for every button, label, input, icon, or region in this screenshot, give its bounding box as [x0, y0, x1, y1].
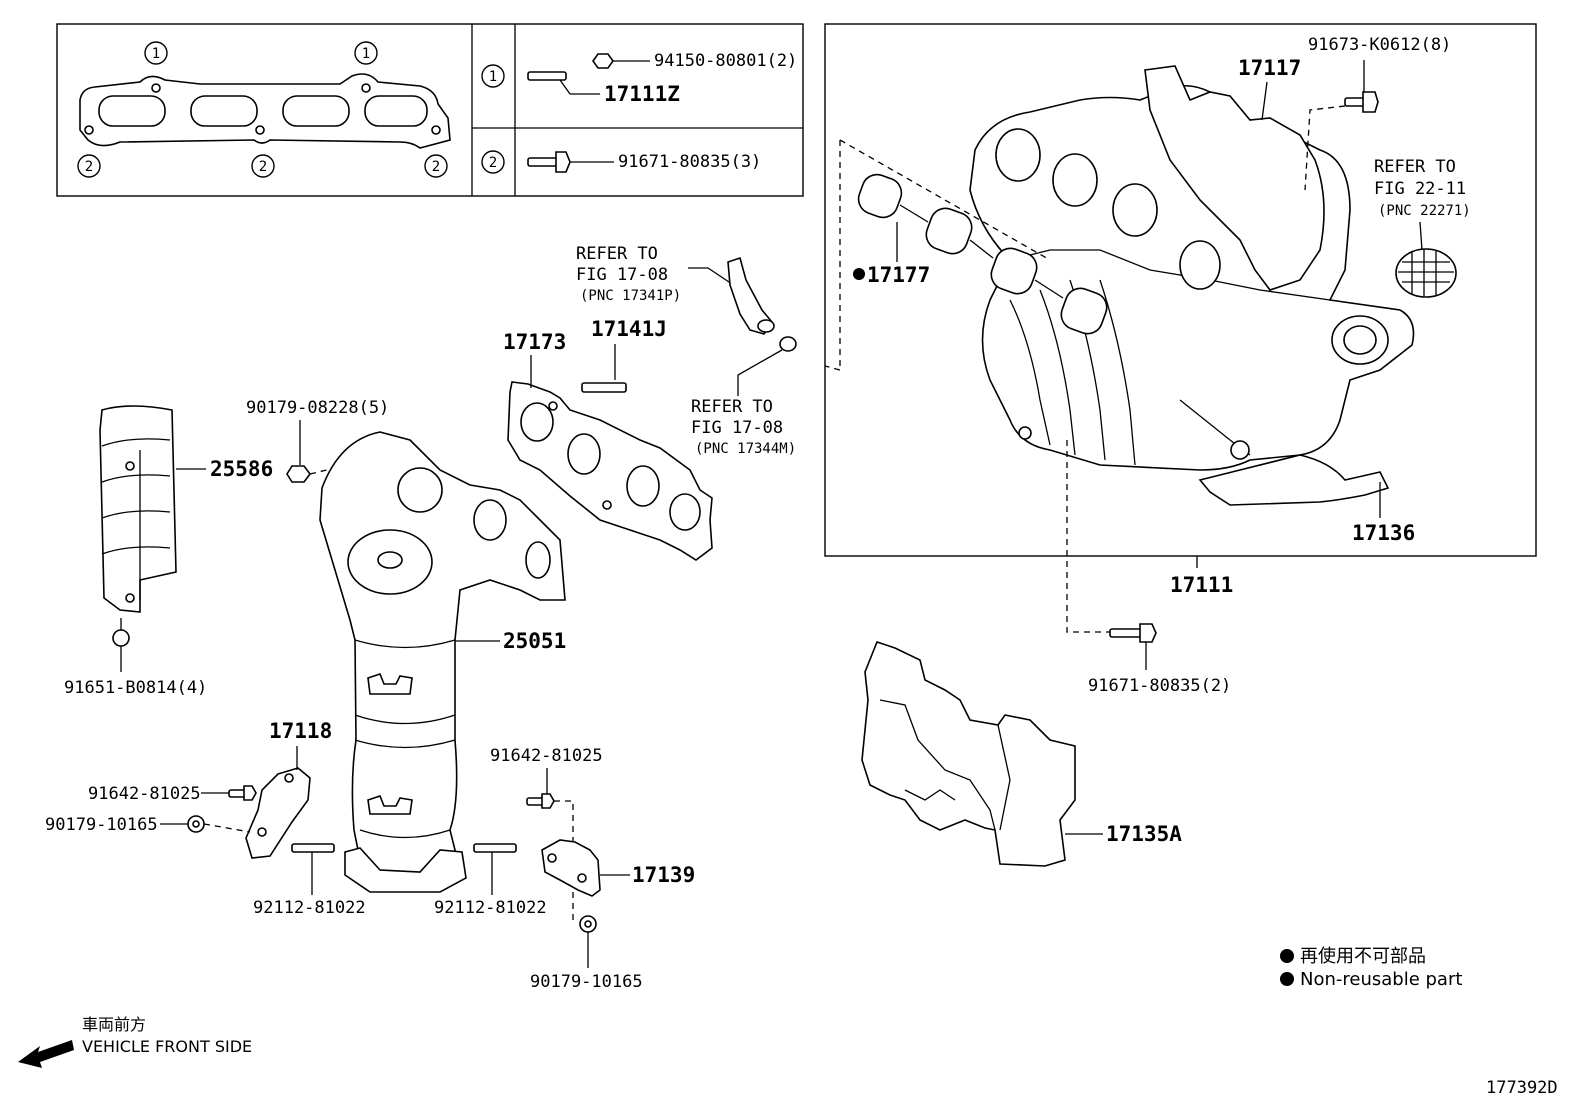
ref2-line2: FIG 17-08 [691, 418, 783, 438]
legend-dot-jp [1280, 949, 1294, 963]
legend-jp: 再使用不可部品 [1300, 946, 1426, 967]
label-91671-80835-2: 91671-80835(2) [1088, 676, 1231, 696]
stud-92112-right-icon [473, 843, 517, 853]
ref1-line3: (PNC 17341P) [580, 288, 681, 304]
legend: 再使用不可部品 Non-reusable part [1280, 946, 1462, 990]
gasket-inset: 1 1 2 2 2 1 94150-80801(2) 17111Z 2 [56, 23, 804, 197]
ref3-line3: (PNC 22271) [1378, 203, 1471, 219]
hole-marker-2-right: 2 [424, 154, 448, 178]
ref3-line1: REFER TO [1374, 157, 1456, 177]
label-17136: 17136 [1352, 521, 1415, 545]
hole-marker-1-right: 1 [354, 41, 378, 65]
ref1-line2: FIG 17-08 [576, 265, 668, 285]
svg-text:2: 2 [432, 159, 440, 175]
part-25586 [99, 405, 177, 613]
part-17173-gasket [507, 381, 713, 561]
part-17177-gaskets [857, 173, 1108, 335]
ref3-line2: FIG 22-11 [1374, 179, 1466, 199]
ref1-line1: REFER TO [576, 244, 658, 264]
label-17135A: 17135A [1106, 822, 1182, 846]
nut-90179-08228 [286, 465, 311, 483]
label-90179-10165-left: 90179-10165 [45, 815, 158, 835]
svg-text:2: 2 [85, 159, 93, 175]
label-91673-K0612: 91673-K0612(8) [1308, 35, 1451, 55]
ref2-line3: (PNC 17344M) [695, 441, 796, 457]
label-90179-10165-right: 90179-10165 [530, 972, 643, 992]
label-17111: 17111 [1170, 573, 1233, 597]
exhaust-gasket-inset [79, 73, 451, 149]
intake-manifold-box: 91673-K0612(8) 17117 17177 REFER TO FIG … [824, 23, 1537, 557]
part-17136 [1198, 454, 1390, 506]
bolt-91671-icon [1109, 628, 1143, 638]
label-17111Z: 17111Z [604, 82, 680, 106]
svg-text:2: 2 [259, 159, 267, 175]
nut-icon [592, 53, 614, 69]
svg-text:1: 1 [152, 46, 160, 62]
svg-text:1: 1 [362, 46, 370, 62]
screen-22271 [1395, 248, 1457, 298]
bolt-91642-right-icon [526, 797, 544, 806]
label-94150-80801: 94150-80801(2) [654, 51, 797, 71]
stud-92112-left-icon [291, 843, 335, 853]
part-25051-exhaust-manifold [319, 431, 566, 886]
legend-en: Non-reusable part [1300, 969, 1462, 990]
label-17141J: 17141J [591, 317, 667, 341]
front-en: VEHICLE FRONT SIDE [82, 1037, 252, 1056]
label-91651-B0814: 91651-B0814(4) [64, 678, 207, 698]
row2-marker: 2 [489, 155, 497, 171]
bolt-icon [527, 157, 559, 167]
label-25586: 25586 [210, 457, 273, 481]
part-17117-cover [1144, 65, 1325, 291]
label-91642-81025-right: 91642-81025 [490, 746, 603, 766]
label-17139: 17139 [632, 863, 695, 887]
bolt-91642-left-icon [228, 789, 246, 798]
label-17118: 17118 [269, 719, 332, 743]
legend-dot-en [1280, 972, 1294, 986]
part-17135A [861, 641, 1076, 867]
stud-17141J [581, 382, 627, 393]
label-91642-81025-left: 91642-81025 [88, 784, 201, 804]
part-17139-bracket [541, 839, 601, 897]
label-17177: 17177 [867, 263, 930, 287]
label-17173: 17173 [503, 330, 566, 354]
non-reusable-dot-17177 [853, 268, 865, 280]
clip-17344M [779, 336, 797, 352]
label-25051: 25051 [503, 629, 566, 653]
bolt-91651-icon [112, 629, 130, 647]
figure-id: 177392D [1486, 1078, 1558, 1098]
stud-icon [527, 71, 567, 81]
hole-marker-2-left: 2 [77, 154, 101, 178]
front-jp: 車両前方 [82, 1015, 146, 1034]
hole-marker-1-left: 1 [144, 41, 168, 65]
row1-marker: 1 [489, 69, 497, 85]
ref2-line1: REFER TO [691, 397, 773, 417]
label-90179-08228: 90179-08228(5) [246, 398, 389, 418]
front-side-indicator: 車両前方 VEHICLE FRONT SIDE [18, 1015, 252, 1068]
hole-marker-2-middle: 2 [251, 154, 275, 178]
front-arrow-icon [18, 1040, 74, 1068]
label-92112-81022-left: 92112-81022 [253, 898, 366, 918]
label-91671-80835-3: 91671-80835(3) [618, 152, 761, 172]
label-92112-81022-right: 92112-81022 [434, 898, 547, 918]
label-17117: 17117 [1238, 56, 1301, 80]
